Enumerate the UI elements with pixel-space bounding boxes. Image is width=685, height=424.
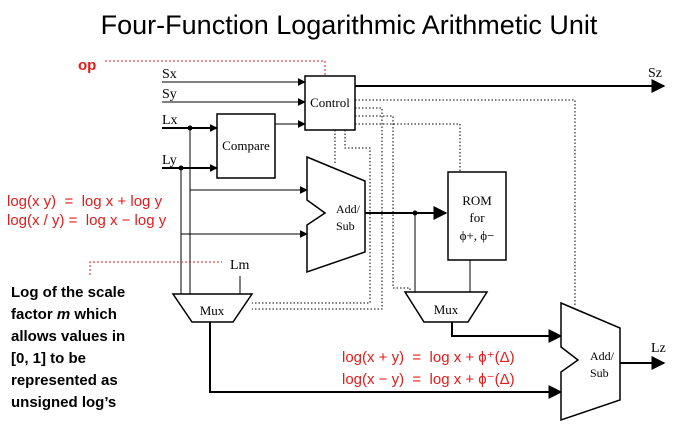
addsub1-label-2: Sub: [336, 219, 355, 233]
mux2-block: [403, 291, 489, 323]
equation-mul: log(x y) = log x + log y: [7, 193, 163, 210]
mux1-block: [171, 293, 254, 323]
compare-block: [216, 113, 276, 179]
rom-label-1: ROM: [462, 193, 492, 208]
ctrl-line-mux1: [252, 130, 371, 304]
note-var-m: m: [57, 306, 70, 323]
diagram-title: Four-Function Logarithmic Arithmetic Uni…: [101, 10, 598, 40]
lz-label: Lz: [651, 341, 666, 356]
note-line-1: Log of the scale: [11, 284, 125, 301]
addsub2-label-1: Add/: [590, 349, 615, 363]
lx-label: Lx: [162, 113, 178, 128]
op-dashed-line: [105, 60, 326, 76]
note-line-5: represented as: [11, 372, 118, 389]
ctrl-line-rom: [355, 123, 461, 172]
lm-dashed-line: [89, 261, 222, 275]
sx-label: Sx: [162, 67, 177, 82]
addsub2-block: [560, 301, 621, 422]
rom-label-3: ϕ+, ϕ−: [460, 228, 495, 243]
rom-block: [447, 171, 507, 261]
note-line-3: allows values in: [11, 328, 125, 345]
equation-div: log(x / y) = log x − log y: [7, 212, 167, 229]
note-line-2: factor m which: [11, 306, 117, 323]
mux1-to-addsub2: [209, 322, 563, 399]
addsub1-block: [306, 155, 366, 274]
sz-label: Sz: [648, 66, 662, 81]
control-block: [304, 75, 356, 131]
note-line-2c: which: [70, 306, 117, 323]
rom-label-2: for: [469, 210, 485, 225]
note-line-6: unsigned log’s: [11, 394, 116, 411]
ly-label: Ly: [162, 153, 177, 168]
mux1-label: Mux: [200, 303, 225, 318]
addsub2-label-2: Sub: [590, 366, 609, 380]
mux2-label: Mux: [434, 302, 459, 317]
addsub1-label-1: Add/: [336, 202, 361, 216]
sy-label: Sy: [162, 87, 177, 102]
equation-sub: log(x − y) = log x + ϕ⁻(Δ): [342, 371, 515, 388]
compare-label: Compare: [222, 138, 270, 153]
ctrl-line-mux2b: [355, 115, 411, 292]
note-line-4: [0, 1] to be: [11, 350, 86, 367]
scale-factor-note: Log of the scale factor m which allows v…: [11, 284, 125, 411]
lm-label: Lm: [230, 258, 250, 273]
ctrl-line-addsub2: [355, 99, 576, 307]
mux2-to-addsub2: [451, 322, 563, 343]
note-line-2a: factor: [11, 306, 57, 323]
control-label: Control: [310, 95, 350, 110]
equation-add: log(x + y) = log x + ϕ⁺(Δ): [342, 349, 515, 366]
ctrl-line-mux2a: [252, 107, 383, 310]
op-label: op: [78, 57, 96, 74]
